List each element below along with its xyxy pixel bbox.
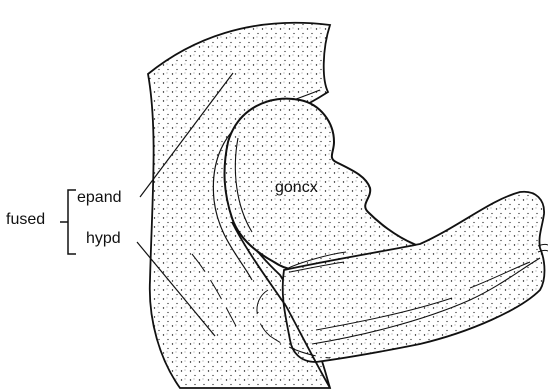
gonocoxite [225, 99, 420, 270]
goncx-label: goncx [275, 180, 318, 196]
hypd-label: hypd [86, 231, 121, 247]
epand-label: epand [77, 190, 122, 206]
fused-label: fused [6, 212, 45, 228]
fused-bracket [60, 190, 76, 254]
